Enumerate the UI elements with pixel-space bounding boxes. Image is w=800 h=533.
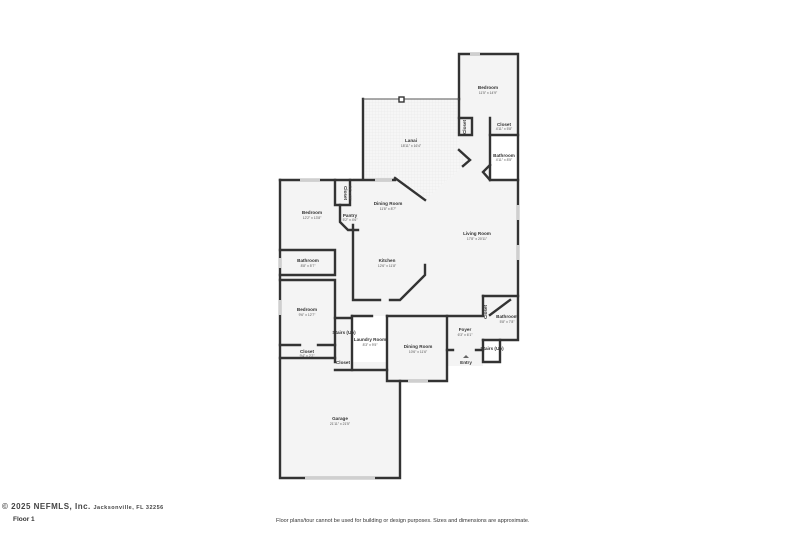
room-label: Stairs (Up) <box>480 346 504 351</box>
room-label: Bathroom <box>297 258 319 263</box>
room-dims: 4'11" x 5'8" <box>496 127 513 131</box>
room-dims: 18'11" x 16'4" <box>401 144 422 148</box>
room-label: Living Room <box>463 231 491 236</box>
room-label: Bedroom <box>297 307 317 312</box>
room-label: Closet <box>336 360 351 365</box>
room-dims: 10'6" x 11'6" <box>409 350 428 354</box>
room-dims: 8'3" x 9'5" <box>363 343 379 347</box>
room-label: Kitchen <box>379 258 396 263</box>
room-label: Pantry <box>343 213 358 218</box>
room-label: Closet <box>483 305 488 320</box>
room-label: Dining Room <box>374 201 403 206</box>
room-label: Laundry Room <box>354 337 386 342</box>
room-label: Garage <box>332 416 348 421</box>
room-label: Bedroom <box>478 85 498 90</box>
room-dims: 8'8" x 5'7" <box>301 264 317 268</box>
windows <box>278 52 520 480</box>
room-label: Bathroom <box>493 153 515 158</box>
room-labels: Bedroom 11'5" x 14'9" Closet 4'11" x 5'8… <box>297 85 518 426</box>
room-label: Stairs (Up) <box>332 330 356 335</box>
room-label: Lanai <box>405 138 417 143</box>
room-dims: 9'4" x 2'2" <box>300 354 316 358</box>
room-label: Bedroom <box>302 210 322 215</box>
room-dims: 11'8" x 8'7" <box>380 207 397 211</box>
room-dims: 17'8" x 20'11" <box>467 237 488 241</box>
room-dims: 5'8" x 7'8" <box>500 320 516 324</box>
watermark: © 2025 NEFMLS, Inc. Jacksonville, FL 322… <box>2 502 164 511</box>
room-label: Bathroom <box>496 314 518 319</box>
room-label: Closet <box>300 349 315 354</box>
room-label: Closet <box>343 186 348 201</box>
room-dims: 9'6" x 12'7" <box>299 313 317 317</box>
room-dims: 5'2" x 4'6" <box>343 218 359 222</box>
room-dims: 21'11" x 21'5" <box>330 422 351 426</box>
floor-label: Floor 1 <box>13 516 35 523</box>
room-label: Dining Room <box>404 344 433 349</box>
room-dims: 2'4" x 4'8" <box>348 186 352 202</box>
room-dims: 12'6" x 11'8" <box>378 264 397 268</box>
room-label: Closet <box>497 122 512 127</box>
floor-fill <box>280 54 518 478</box>
room-dims: 12'2" x 13'8" <box>303 216 322 220</box>
room-label: Entry <box>460 360 472 365</box>
room-label: Foyer <box>459 327 472 332</box>
room-label: Closet <box>462 120 467 135</box>
room-dims: 6'3" x 6'1" <box>458 333 474 337</box>
room-dims: 11'5" x 14'9" <box>479 91 498 95</box>
disclaimer: Floor plans/tour cannot be used for buil… <box>276 518 530 524</box>
room-dims: 4'11" x 8'5" <box>496 158 513 162</box>
entry-arrow-icon <box>463 355 469 358</box>
